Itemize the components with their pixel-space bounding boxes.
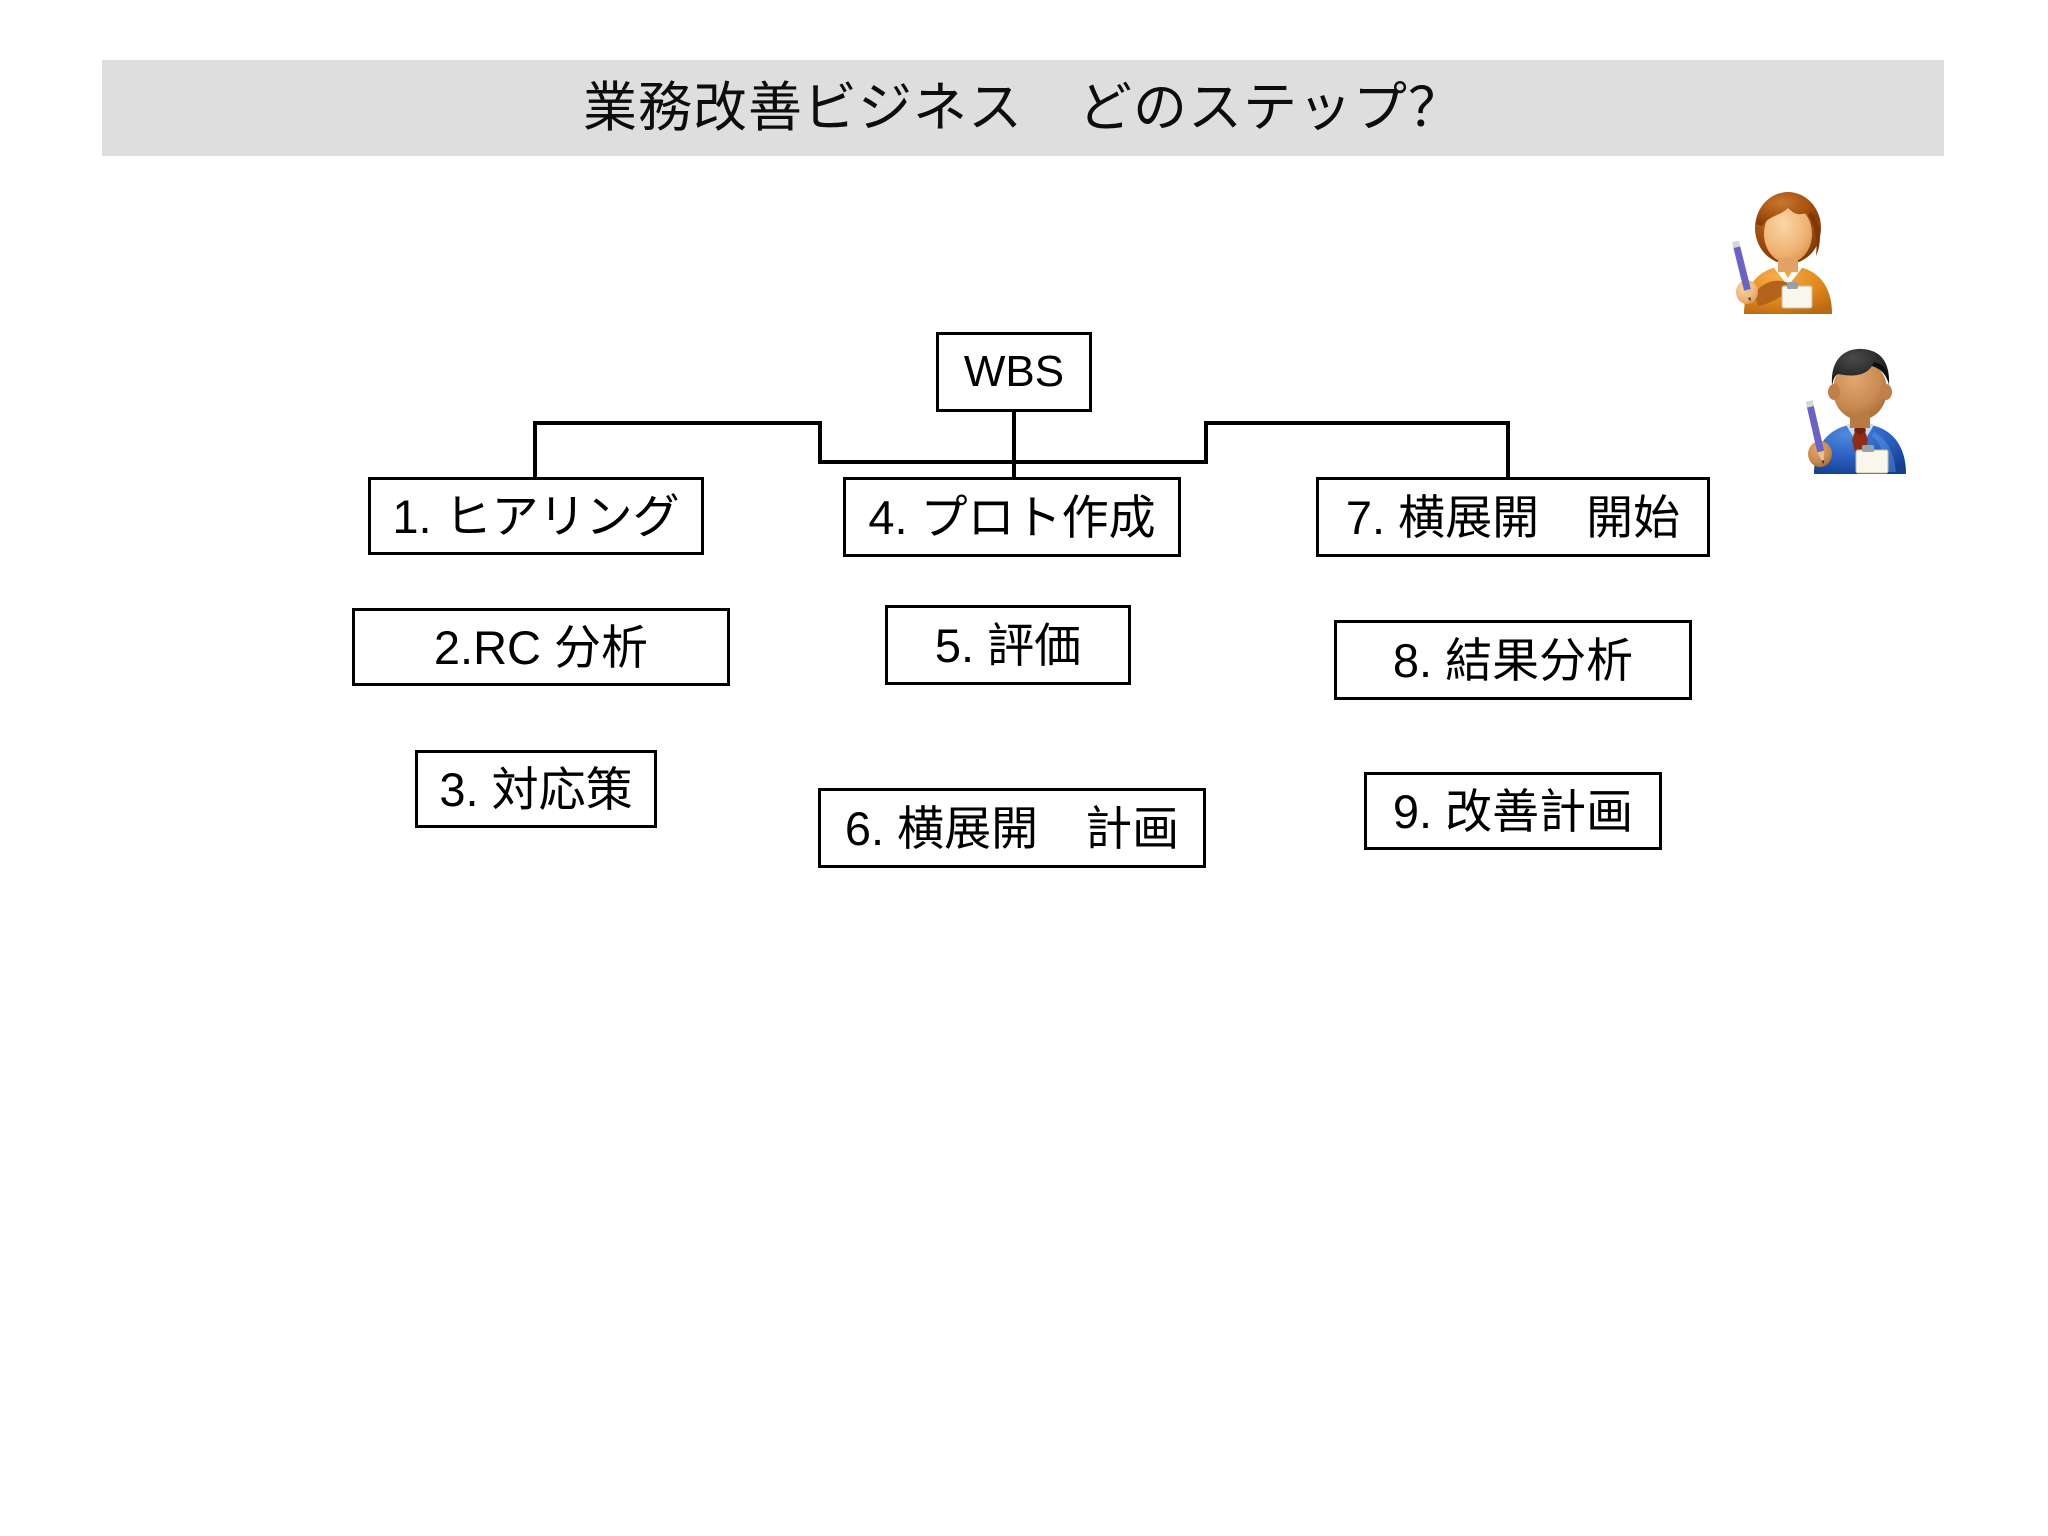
node-wbs[interactable]: WBS bbox=[936, 332, 1092, 412]
person-with-pencil-male-icon bbox=[1790, 332, 1930, 482]
connector-middle-rail bbox=[818, 460, 1208, 464]
person-male-svg bbox=[1805, 348, 1906, 474]
node-step-1-label: 1. ヒアリング bbox=[392, 489, 680, 543]
node-step-9-label: 9. 改善計画 bbox=[1392, 784, 1634, 838]
node-step-8-label: 8. 結果分析 bbox=[1392, 633, 1634, 687]
node-step-7-label: 7. 横展開 開始 bbox=[1345, 490, 1681, 544]
node-step-7[interactable]: 7. 横展開 開始 bbox=[1316, 477, 1710, 557]
node-step-3[interactable]: 3. 対応策 bbox=[415, 750, 657, 828]
connector-wbs-stem bbox=[1012, 410, 1016, 478]
slide-title-bar: 業務改善ビジネス どのステップ？ bbox=[102, 60, 1944, 156]
node-step-3-label: 3. 対応策 bbox=[439, 762, 633, 816]
connector-right-riser bbox=[1204, 421, 1208, 464]
node-step-6[interactable]: 6. 横展開 計画 bbox=[818, 788, 1206, 868]
connector-right-rail bbox=[1204, 421, 1510, 425]
node-step-5[interactable]: 5. 評価 bbox=[885, 605, 1131, 685]
connector-left-riser bbox=[818, 421, 822, 464]
person-with-pencil-female-icon bbox=[1718, 182, 1858, 322]
node-step-4[interactable]: 4. プロト作成 bbox=[843, 477, 1181, 557]
node-step-5-label: 5. 評価 bbox=[934, 618, 1082, 672]
slide-title: 業務改善ビジネス どのステップ？ bbox=[583, 78, 1463, 138]
person-female-svg bbox=[1731, 192, 1832, 314]
node-step-4-label: 4. プロト作成 bbox=[868, 490, 1156, 544]
connector-right-drop bbox=[1506, 421, 1510, 479]
node-step-2-label: 2.RC 分析 bbox=[433, 620, 649, 674]
connector-left-drop bbox=[533, 421, 537, 479]
node-step-6-label: 6. 横展開 計画 bbox=[844, 801, 1180, 855]
node-step-2[interactable]: 2.RC 分析 bbox=[352, 608, 730, 686]
node-step-1[interactable]: 1. ヒアリング bbox=[368, 477, 704, 555]
node-step-8[interactable]: 8. 結果分析 bbox=[1334, 620, 1692, 700]
node-step-9[interactable]: 9. 改善計画 bbox=[1364, 772, 1662, 850]
connector-left-rail bbox=[533, 421, 822, 425]
node-wbs-label: WBS bbox=[963, 347, 1065, 396]
